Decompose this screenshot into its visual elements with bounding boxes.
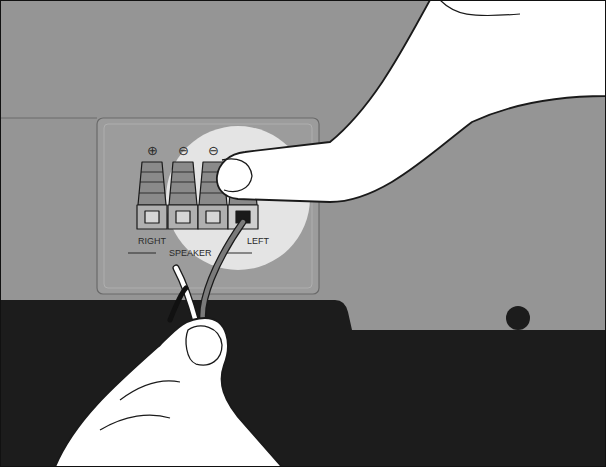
polarity-mark: ⊖	[178, 144, 189, 157]
terminal-label: SPEAKER	[169, 249, 212, 258]
polarity-mark: ⊖	[208, 144, 219, 157]
terminal-label: LEFT	[247, 237, 269, 246]
polarity-mark: ⊕	[147, 144, 158, 157]
terminal-label: RIGHT	[138, 237, 166, 246]
